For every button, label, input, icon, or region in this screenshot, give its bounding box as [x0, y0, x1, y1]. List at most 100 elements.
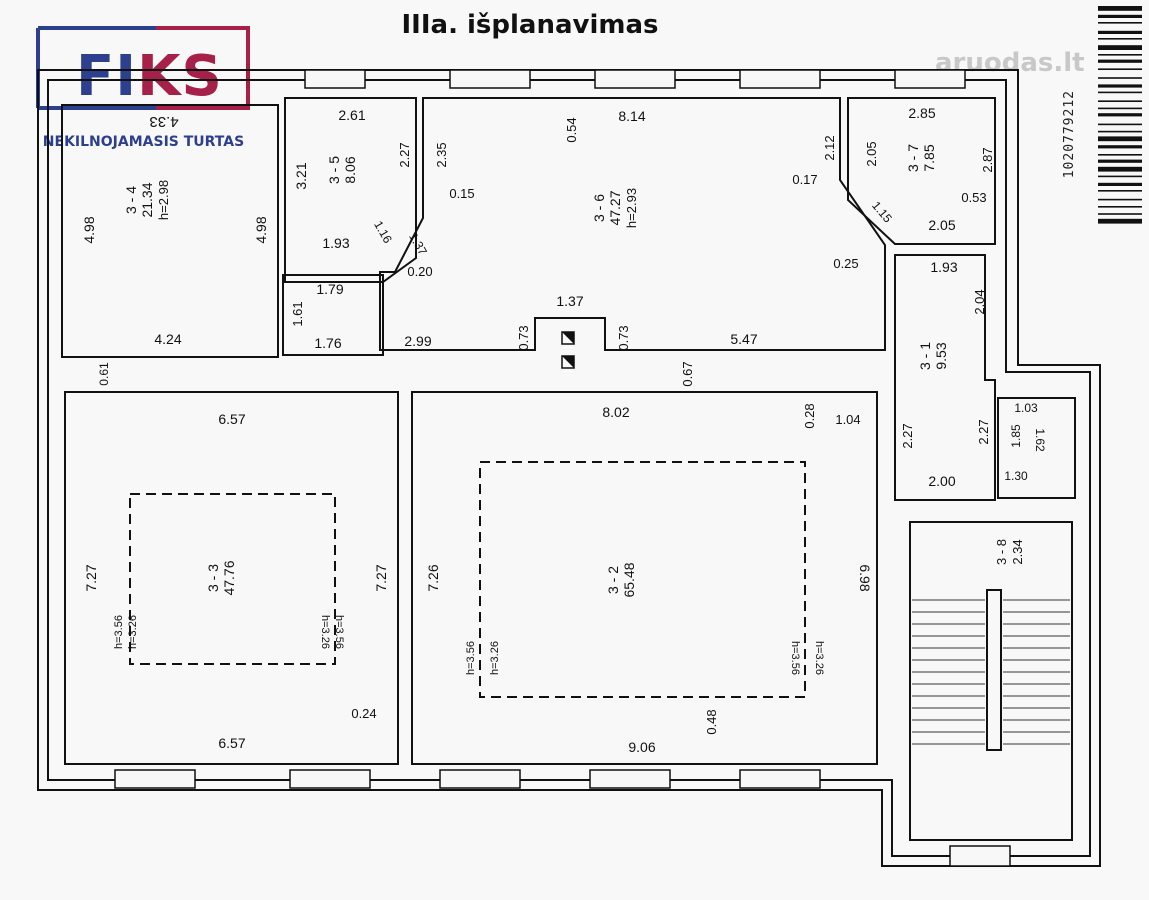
barcode-bar: [1098, 38, 1142, 40]
dimension-label: 0.73: [616, 325, 631, 350]
barcode-bar: [1098, 145, 1142, 149]
barcode-bar: [1098, 45, 1142, 50]
room-3-6-label: 3 - 6 47.27 h=2.93: [591, 188, 639, 228]
dimension-label: 1.85: [1009, 424, 1023, 448]
svg-text:7.85: 7.85: [921, 144, 937, 171]
dimension-label: 1.93: [930, 259, 957, 275]
dimension-label: 2.12: [822, 135, 837, 160]
dimension-label: h=3.56: [333, 615, 345, 649]
dimension-label: 7.27: [83, 564, 99, 591]
window: [289, 769, 371, 789]
dimension-label: h=3.26: [319, 615, 331, 649]
window: [949, 845, 1011, 867]
room-3-8-label: 3 - 8 2.34: [994, 539, 1025, 565]
dimension-label: 0.48: [704, 709, 719, 734]
fiks-logo: FIKS NEKILNOJAMASIS TURTAS: [36, 26, 251, 151]
svg-text:3 - 3: 3 - 3: [205, 564, 221, 592]
window: [594, 69, 676, 89]
barcode-bar: [1098, 6, 1142, 11]
dimension-label: 1.16: [371, 218, 395, 246]
dimension-label: 0.17: [792, 172, 817, 187]
barcode-bar: [1098, 91, 1142, 94]
dimension-label: 6.57: [218, 411, 245, 427]
dimension-label: 7.27: [373, 564, 389, 591]
barcode-bar: [1098, 30, 1142, 34]
svg-text:h=2.93: h=2.93: [624, 188, 639, 228]
barcode-bar: [1098, 22, 1142, 24]
svg-text:8.06: 8.06: [342, 156, 358, 183]
dimension-label: 2.85: [908, 105, 935, 121]
svg-text:3 - 8: 3 - 8: [994, 539, 1009, 565]
svg-text:47.27: 47.27: [607, 190, 623, 225]
dimension-label: 1.79: [316, 281, 343, 297]
dimension-label: 1.61: [290, 301, 305, 326]
dimension-label: 7.26: [425, 564, 441, 591]
dimension-label: 1.03: [1014, 401, 1038, 415]
dimension-label: 6.98: [857, 564, 873, 591]
barcode-bar: [1098, 190, 1142, 192]
dimension-label: 0.24: [351, 706, 376, 721]
dimension-label: 0.53: [961, 190, 986, 205]
room-3-4-label: 3 - 4 21.34 h=2.98: [123, 180, 171, 220]
barcode-bar: [1098, 113, 1142, 117]
svg-text:3 - 2: 3 - 2: [605, 566, 621, 594]
barcode-bar: [1098, 206, 1142, 208]
dimension-label: 2.00: [928, 473, 955, 489]
svg-text:2.34: 2.34: [1010, 539, 1025, 564]
dimension-label: 1.76: [314, 335, 341, 351]
dimension-label: 0.20: [407, 264, 432, 279]
dimension-label: 2.61: [338, 107, 365, 123]
room-3-5-label: 3 - 5 8.06: [326, 156, 358, 184]
chimney-icons: [561, 331, 575, 369]
logo-subtitle: NEKILNOJAMASIS TURTAS: [42, 134, 245, 150]
window: [439, 769, 521, 789]
barcode: [1098, 6, 1142, 224]
barcode-bar: [1098, 130, 1142, 133]
dimension-label: 1.30: [1004, 469, 1028, 483]
dimension-label: h=3.56: [113, 615, 125, 649]
dimension-label: 0.28: [802, 403, 817, 428]
svg-text:3 - 5: 3 - 5: [326, 156, 342, 184]
barcode-bar: [1098, 100, 1142, 102]
barcode-bar: [1098, 68, 1142, 70]
svg-text:h=2.98: h=2.98: [156, 180, 171, 220]
room-3-7-label: 3 - 7 7.85: [905, 144, 937, 172]
barcode-bar: [1098, 166, 1142, 172]
svg-text:65.48: 65.48: [621, 562, 637, 597]
dimension-label: 4.98: [253, 216, 269, 243]
dimension-label: 8.14: [618, 108, 645, 124]
window: [894, 69, 966, 89]
barcode-bar: [1098, 159, 1142, 163]
barcode-bar: [1098, 77, 1142, 79]
dimension-label: 0.15: [449, 186, 474, 201]
window: [739, 69, 821, 89]
dimension-label: 1.04: [835, 412, 860, 427]
plan-labels: 4.33 4.98 4.98 4.24 2.61 2.27 3.21 1.93 …: [81, 105, 1047, 755]
dimension-label: 0.73: [516, 325, 531, 350]
dimension-label: 4.98: [81, 216, 97, 243]
windows: [114, 69, 1011, 867]
barcode-bar: [1098, 175, 1142, 178]
plan-title: IIIa. išplanavimas: [401, 10, 659, 40]
dimension-label: 1.93: [322, 235, 349, 251]
dimension-label: h=3.26: [489, 641, 501, 675]
barcode-bar: [1098, 14, 1142, 18]
dimension-label: 0.25: [833, 256, 858, 271]
dimension-label: 0.54: [564, 117, 579, 142]
barcode-bar: [1098, 182, 1142, 186]
barcode-bar: [1098, 54, 1142, 56]
dimension-label: 0.61: [97, 362, 111, 386]
barcode-bar: [1098, 213, 1142, 215]
window: [304, 69, 366, 89]
window: [114, 769, 196, 789]
dimension-label: 2.05: [864, 141, 879, 166]
dashed-zones: [129, 461, 806, 698]
dimension-label: 0.67: [680, 361, 695, 386]
dimension-label: 2.99: [404, 333, 431, 349]
svg-text:9.53: 9.53: [933, 342, 949, 369]
logo-frame: [36, 26, 250, 110]
dimension-label: 1.15: [869, 199, 895, 226]
dimension-label: 2.05: [928, 217, 955, 233]
room-3-3-label: 3 - 3 47.76: [205, 560, 237, 595]
